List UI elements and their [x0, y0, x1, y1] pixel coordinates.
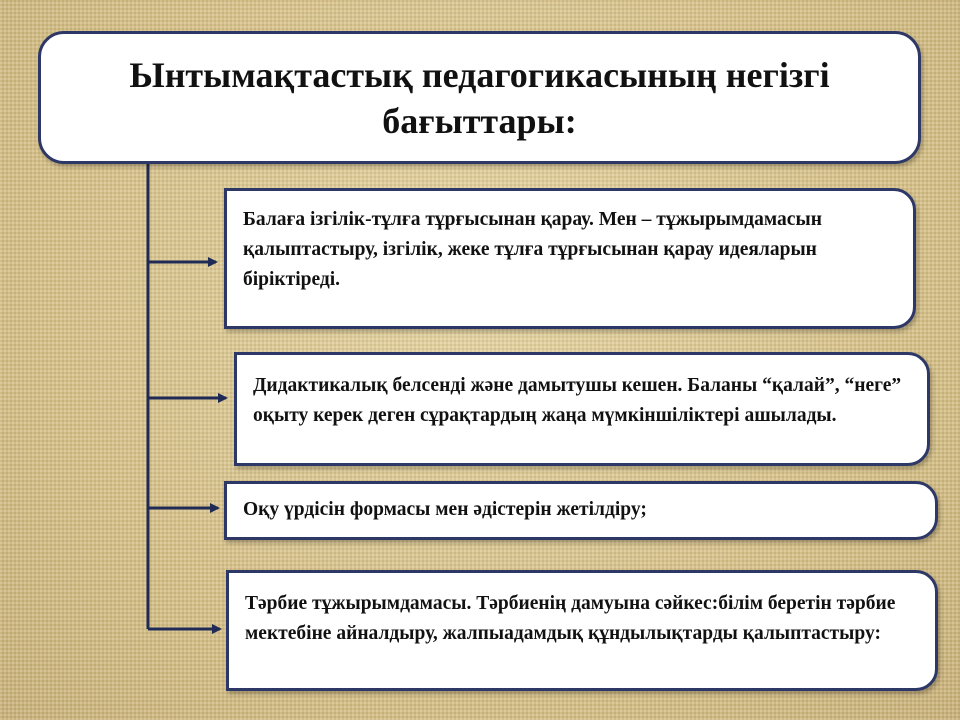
direction-box-1: Балаға ізгілік-тұлға тұрғысынан қарау. М… — [224, 188, 916, 329]
direction-box-4: Тәрбие тұжырымдамасы. Тәрбиенің дамуына … — [226, 570, 938, 691]
diagram-title: Ынтымақтастық педагогикасының негізгі ба… — [129, 54, 830, 141]
direction-text-3: Оқу үрдісін формасы мен әдістерін жетілд… — [243, 499, 647, 520]
direction-text-2: Дидактикалық белсенді және дамытушы кеше… — [253, 375, 902, 426]
title-box: Ынтымақтастық педагогикасының негізгі ба… — [38, 31, 921, 164]
direction-text-1: Балаға ізгілік-тұлға тұрғысынан қарау. М… — [243, 209, 822, 290]
direction-box-2: Дидактикалық белсенді және дамытушы кеше… — [234, 352, 930, 466]
direction-text-4: Тәрбие тұжырымдамасы. Тәрбиенің дамуына … — [245, 593, 896, 644]
direction-box-3: Оқу үрдісін формасы мен әдістерін жетілд… — [224, 481, 938, 540]
